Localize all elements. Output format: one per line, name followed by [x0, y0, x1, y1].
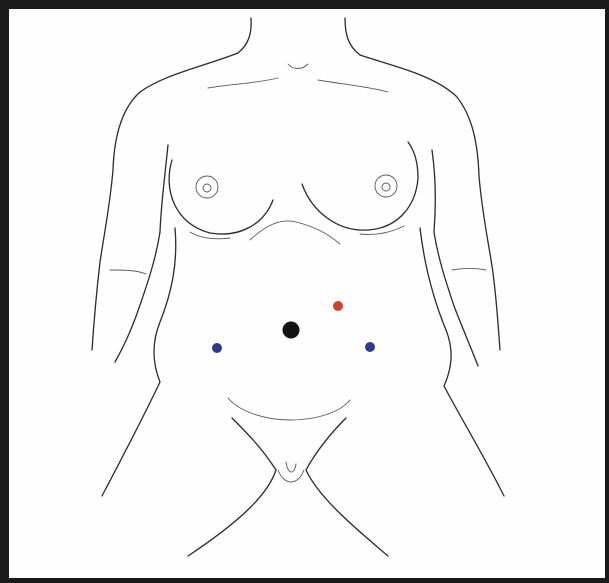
vulva-line: [286, 462, 296, 472]
torso-outline: [92, 18, 504, 556]
right-inner-thigh: [306, 418, 388, 556]
camera-port-marker: [283, 322, 300, 339]
left-inner-thigh: [188, 418, 276, 556]
left-inner-arm: [115, 145, 168, 362]
left-breast-outline: [169, 160, 273, 234]
right-nipple: [375, 175, 397, 197]
abdomen-lower-curve: [228, 398, 350, 420]
left-lower-port-marker: [365, 342, 375, 352]
clavicle-left: [208, 78, 278, 88]
port-markers: [212, 301, 375, 353]
right-lower-port-marker: [212, 343, 222, 353]
left-elbow-crease: [110, 270, 146, 274]
neck-right-line: [345, 18, 360, 55]
right-inner-arm: [432, 150, 478, 366]
right-flank: [420, 228, 504, 496]
right-shoulder-arm: [360, 55, 500, 350]
clavicle-right: [318, 80, 388, 92]
neck-left-line: [238, 18, 251, 53]
right-elbow-crease: [452, 269, 486, 271]
left-upper-port-marker: [333, 301, 343, 311]
costal-margin: [250, 221, 340, 244]
left-nipple: [196, 176, 218, 198]
right-breast-outline: [302, 142, 418, 230]
left-flank: [102, 228, 176, 496]
sternal-notch: [288, 64, 308, 69]
left-shoulder-arm: [92, 53, 238, 350]
